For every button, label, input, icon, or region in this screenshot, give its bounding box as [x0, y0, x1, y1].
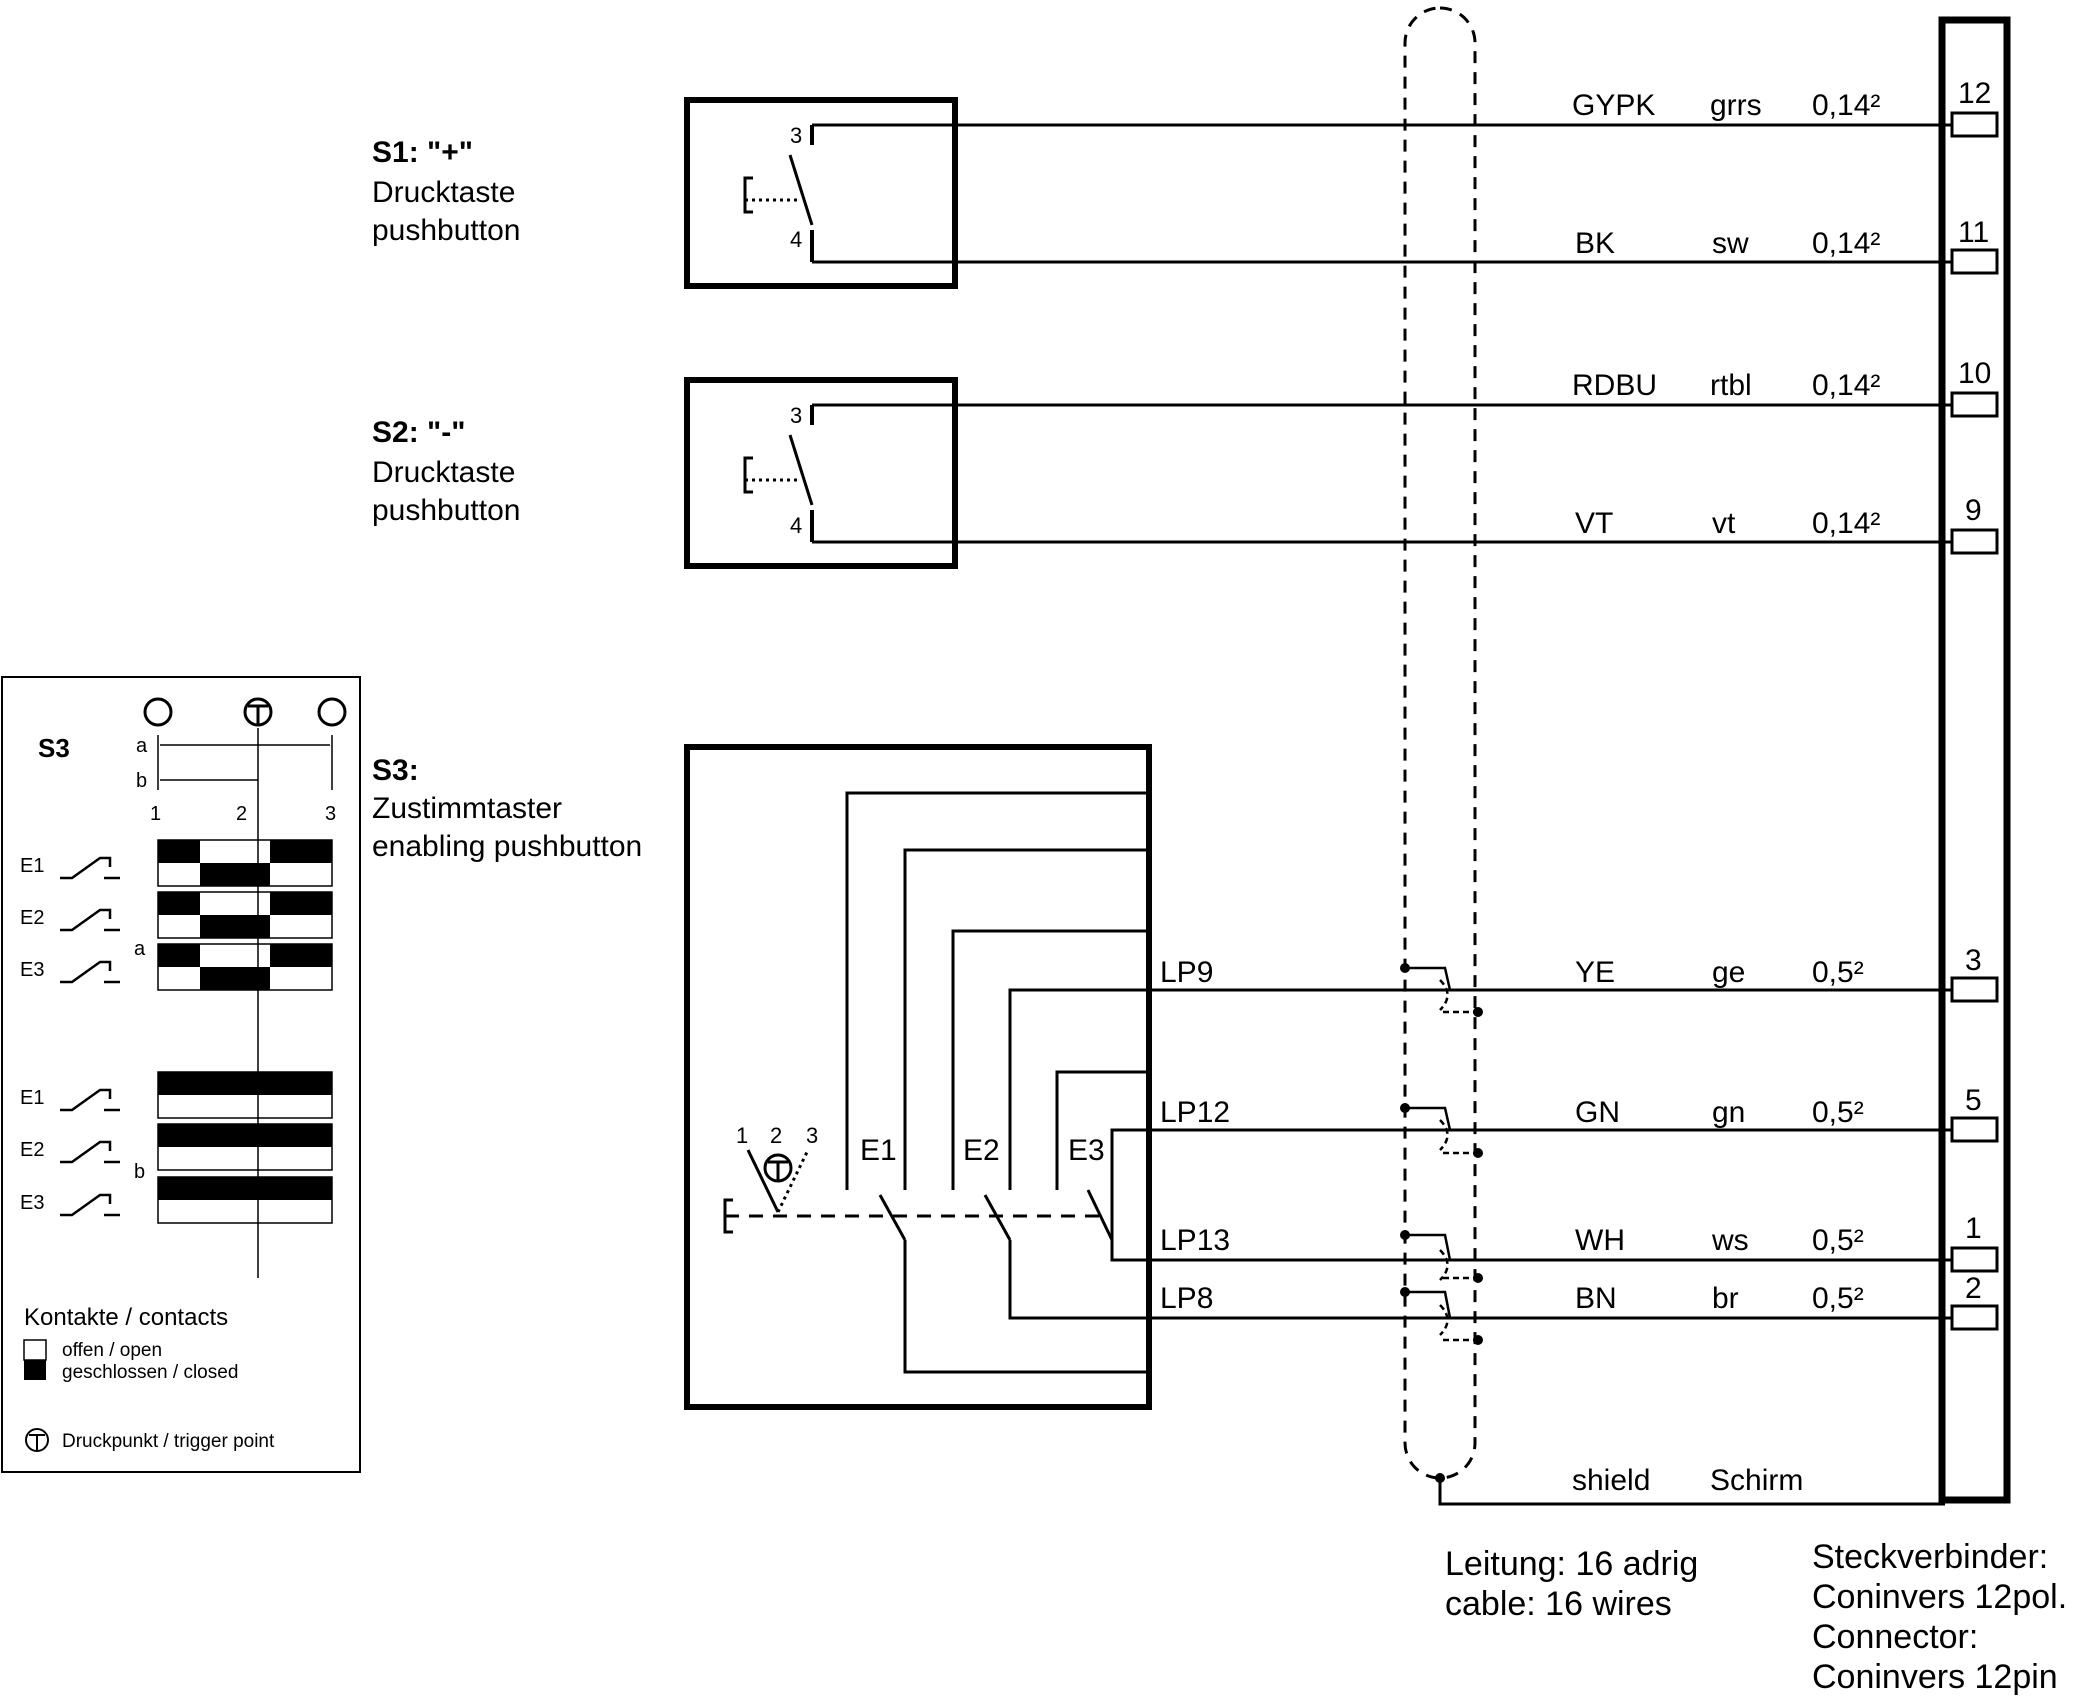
- wire-code: GYPK: [1572, 89, 1655, 122]
- wire-gauge: 0,5²: [1812, 956, 1864, 989]
- twisted-pairs: [1405, 966, 1478, 1342]
- s1-title: S1: "+": [372, 136, 473, 169]
- legend-pos3: 3: [325, 803, 336, 825]
- legend-text: S3 a b 1 2 3 E1 E2 E3 a E1 E2 E3 b Konta…: [20, 733, 336, 1452]
- wire-labels: GYPK grrs 0,14² 12 BK sw 0,14² 11 RDBU r…: [1572, 77, 1991, 1315]
- cable-line2: cable: 16 wires: [1445, 1585, 1672, 1623]
- pin-number: 12: [1958, 77, 1991, 110]
- s1-line2: pushbutton: [372, 214, 520, 247]
- s2-line1: Drucktaste: [372, 456, 515, 489]
- s2-line2: pushbutton: [372, 494, 520, 527]
- s3-e2: E2: [963, 1134, 1000, 1167]
- connector-line3: Connector:: [1812, 1618, 1978, 1656]
- wire-gauge: 0,14²: [1812, 507, 1880, 540]
- pin-number: 9: [1965, 494, 1982, 527]
- legend-trigger: Druckpunkt / trigger point: [62, 1431, 275, 1452]
- wire-color-de: gn: [1712, 1096, 1745, 1129]
- s2-title: S2: "-": [372, 416, 465, 449]
- s2-switch: [684, 377, 1960, 569]
- cable-shield: [1403, 6, 1945, 1506]
- wire-code: BN: [1575, 1282, 1617, 1315]
- legend-pos1: 1: [150, 803, 161, 825]
- legend-group-b: b: [134, 1161, 145, 1183]
- wire-code: VT: [1575, 507, 1613, 540]
- connector-line1: Steckverbinder:: [1812, 1538, 2048, 1576]
- connector-pins: [1950, 111, 1999, 1331]
- s3-pos2: 2: [770, 1123, 782, 1148]
- pin-number: 1: [1965, 1212, 1982, 1245]
- cable-line1: Leitung: 16 adrig: [1445, 1545, 1698, 1583]
- wire-code: BK: [1575, 227, 1615, 260]
- wire-color-de: ws: [1711, 1224, 1749, 1257]
- legend-mark-a: a: [136, 735, 148, 757]
- lp-label: LP13: [1160, 1224, 1230, 1257]
- wire-gauge: 0,5²: [1812, 1096, 1864, 1129]
- pin-number: 5: [1965, 1084, 1982, 1117]
- s3-line1: Zustimmtaster: [372, 792, 562, 825]
- s3-switch: [684, 744, 1960, 1410]
- pin-number: 2: [1965, 1272, 1982, 1305]
- wire-code: RDBU: [1572, 369, 1657, 402]
- lp-label: LP8: [1160, 1282, 1213, 1315]
- legend-mark-b: b: [136, 770, 147, 792]
- legend-e3: E3: [20, 1192, 44, 1214]
- wire-gauge: 0,14²: [1812, 369, 1880, 402]
- legend-box: [1, 676, 361, 1473]
- lp-label: LP12: [1160, 1096, 1230, 1129]
- legend-e1: E1: [20, 855, 44, 877]
- s1-line1: Drucktaste: [372, 176, 515, 209]
- wire-color-de: grrs: [1710, 89, 1762, 122]
- wire-gauge: 0,14²: [1812, 227, 1880, 260]
- shield-label: shield: [1572, 1464, 1650, 1497]
- wire-code: GN: [1575, 1096, 1620, 1129]
- legend-e2: E2: [20, 907, 44, 929]
- legend-pos2: 2: [236, 803, 247, 825]
- legend-closed: geschlossen / closed: [62, 1362, 238, 1383]
- s1-switch: [684, 97, 1960, 289]
- connector-line2: Coninvers 12pol.: [1812, 1578, 2067, 1616]
- wire-gauge: 0,14²: [1812, 89, 1880, 122]
- connector-line4: Coninvers 12pin: [1812, 1658, 2058, 1696]
- wire-color-de: sw: [1712, 227, 1749, 260]
- wire-gauge: 0,5²: [1812, 1282, 1864, 1315]
- wire-color-de: br: [1712, 1282, 1739, 1315]
- legend-title: S3: [38, 733, 70, 763]
- s3-line2: enabling pushbutton: [372, 830, 642, 863]
- s3-e3: E3: [1068, 1134, 1105, 1167]
- s1-pin-top: 3: [790, 123, 802, 148]
- legend-group-a: a: [134, 938, 146, 960]
- legend-contacts: Kontakte / contacts: [24, 1304, 228, 1331]
- s3-title: S3:: [372, 754, 419, 787]
- s2-pin-bottom: 4: [790, 513, 802, 538]
- legend-e2: E2: [20, 1139, 44, 1161]
- s2-pin-top: 3: [790, 403, 802, 428]
- s3-pos3: 3: [806, 1123, 818, 1148]
- pin-number: 3: [1965, 944, 1982, 977]
- s3-pos1: 1: [736, 1123, 748, 1148]
- pin-number: 11: [1958, 216, 1989, 249]
- lp-label: LP9: [1160, 956, 1213, 989]
- wire-code: WH: [1575, 1224, 1625, 1257]
- s3-e1: E1: [860, 1134, 897, 1167]
- wire-color-de: ge: [1712, 956, 1745, 989]
- shield-label-de: Schirm: [1710, 1464, 1803, 1497]
- legend-e3: E3: [20, 959, 44, 981]
- legend-e1: E1: [20, 1087, 44, 1109]
- connector-strip: [1938, 16, 2011, 1504]
- legend-open: offen / open: [62, 1340, 162, 1361]
- wire-color-de: rtbl: [1710, 369, 1752, 402]
- wire-code: YE: [1575, 956, 1615, 989]
- wire-gauge: 0,5²: [1812, 1224, 1864, 1257]
- pin-number: 10: [1958, 357, 1991, 390]
- s1-pin-bottom: 4: [790, 227, 802, 252]
- wire-color-de: vt: [1712, 507, 1736, 540]
